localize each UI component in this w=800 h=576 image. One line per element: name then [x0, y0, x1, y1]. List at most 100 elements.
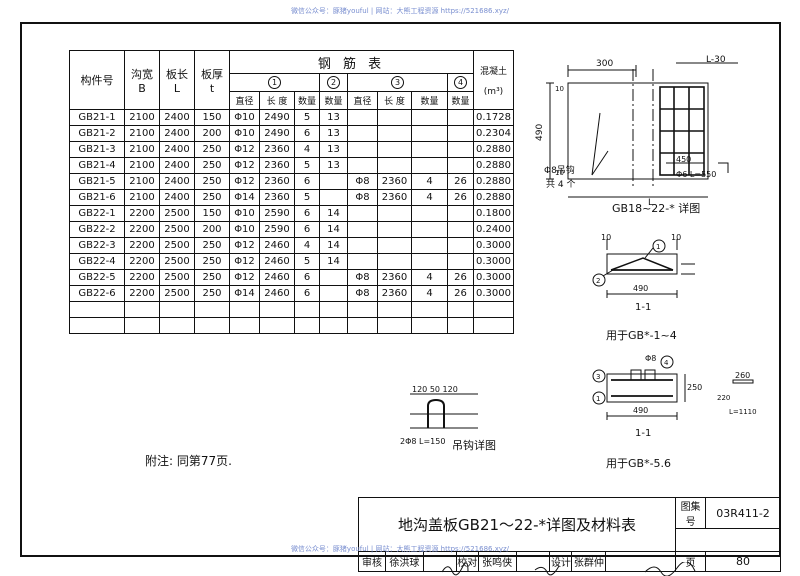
table-cell: 2500 — [159, 285, 195, 302]
watermark-top: 微信公众号：豚猪youful | 网站：大熊工程资源 https://52168… — [290, 7, 510, 15]
table-cell: Φ10 — [229, 125, 260, 142]
table-cell: 4 — [294, 141, 320, 158]
atlas-number: 03R411-2 — [705, 497, 781, 529]
table-cell — [473, 317, 514, 334]
table-cell: 2360 — [377, 285, 412, 302]
table-cell — [447, 125, 474, 142]
table-cell: Φ12 — [229, 173, 260, 190]
table-cell — [229, 317, 260, 334]
table-cell: 2490 — [259, 125, 295, 142]
table-cell: 250 — [194, 141, 230, 158]
table-cell — [447, 317, 474, 334]
table-cell: GB22-5 — [69, 269, 125, 286]
table-cell: GB22-4 — [69, 253, 125, 270]
table-cell — [259, 301, 295, 318]
table-cell: GB21-3 — [69, 141, 125, 158]
table-cell — [124, 317, 160, 334]
table-cell: 0.2304 — [473, 125, 514, 142]
dim-10a: 10 — [555, 85, 564, 93]
table-cell — [377, 253, 412, 270]
table-cell — [377, 157, 412, 174]
sec-a-dim-490: 490 — [633, 284, 648, 293]
table-cell: 250 — [194, 189, 230, 206]
table-cell: 2460 — [259, 269, 295, 286]
table-cell: 5 — [294, 109, 320, 126]
table-cell: 2590 — [259, 205, 295, 222]
table-cell: GB21-1 — [69, 109, 125, 126]
section-b-caption: 用于GB*-5.6 — [606, 457, 672, 470]
table-cell — [347, 221, 378, 238]
table-cell: 6 — [294, 285, 320, 302]
sec-b-mark-1: 1 — [596, 395, 600, 403]
sub-qty-1: 数量 — [294, 91, 320, 110]
table-cell — [377, 109, 412, 126]
table-cell — [447, 301, 474, 318]
table-cell: 2400 — [159, 125, 195, 142]
table-cell — [319, 301, 348, 318]
table-cell: 2500 — [159, 269, 195, 286]
table-cell: 2590 — [259, 221, 295, 238]
table-cell: 2200 — [124, 285, 160, 302]
table-cell: 2200 — [124, 205, 160, 222]
table-cell: 2360 — [377, 189, 412, 206]
table-cell — [473, 301, 514, 318]
sec-b-dim-260: 260 — [735, 371, 750, 380]
section-a-drawing: 10 10 1 2 490 1-1 — [592, 233, 695, 312]
table-cell — [319, 189, 348, 206]
table-cell: 14 — [319, 237, 348, 254]
table-cell: Φ12 — [229, 157, 260, 174]
table-cell: 0.3000 — [473, 269, 514, 286]
table-cell: 2400 — [159, 189, 195, 206]
title-block: 地沟盖板GB21～22-*详图及材料表 图集号 03R411-2 审核 徐洪球 … — [357, 497, 781, 576]
table-cell: 13 — [319, 125, 348, 142]
table-cell — [347, 205, 378, 222]
table-cell: 0.1800 — [473, 205, 514, 222]
table-cell: Φ10 — [229, 109, 260, 126]
table-cell — [319, 269, 348, 286]
table-cell: 2100 — [124, 125, 160, 142]
table-cell: 2400 — [159, 173, 195, 190]
hook-note-1: Φ8吊钩 — [544, 164, 575, 176]
table-cell — [347, 125, 378, 142]
table-cell: 4 — [411, 285, 448, 302]
table-cell: 6 — [294, 173, 320, 190]
sub-len-1: 长 度 — [259, 91, 295, 110]
table-cell: GB21-2 — [69, 125, 125, 142]
table-cell: 6 — [294, 205, 320, 222]
table-cell: 2400 — [159, 141, 195, 158]
table-cell: 0.2880 — [473, 189, 514, 206]
table-cell: 2460 — [259, 253, 295, 270]
dim-l: L — [648, 198, 653, 208]
table-cell: 250 — [194, 173, 230, 190]
table-cell — [124, 301, 160, 318]
table-cell: 2200 — [124, 237, 160, 254]
drawing-note: 附注: 同第77页. — [145, 454, 232, 468]
group-2-mark: 2 — [319, 73, 348, 92]
table-cell: 2500 — [159, 237, 195, 254]
table-cell: 14 — [319, 205, 348, 222]
table-cell — [377, 301, 412, 318]
table-cell: 2100 — [124, 189, 160, 206]
table-cell — [377, 205, 412, 222]
table-cell: 2500 — [159, 221, 195, 238]
table-cell — [347, 141, 378, 158]
table-cell: GB21-5 — [69, 173, 125, 190]
section-b-drawing: Φ8 3 4 1 250 220 260 L=1110 490 1-1 — [592, 354, 757, 439]
sub-qty-4: 数量 — [447, 91, 474, 110]
table-cell: 2200 — [124, 269, 160, 286]
table-cell: 150 — [194, 109, 230, 126]
col-member-header: 构件号 — [69, 50, 125, 110]
table-cell: Φ8 — [347, 269, 378, 286]
table-cell: GB22-1 — [69, 205, 125, 222]
table-cell — [411, 237, 448, 254]
sec-a-dim-10b: 10 — [671, 233, 681, 242]
table-cell: 2360 — [377, 173, 412, 190]
table-cell: 2200 — [124, 221, 160, 238]
